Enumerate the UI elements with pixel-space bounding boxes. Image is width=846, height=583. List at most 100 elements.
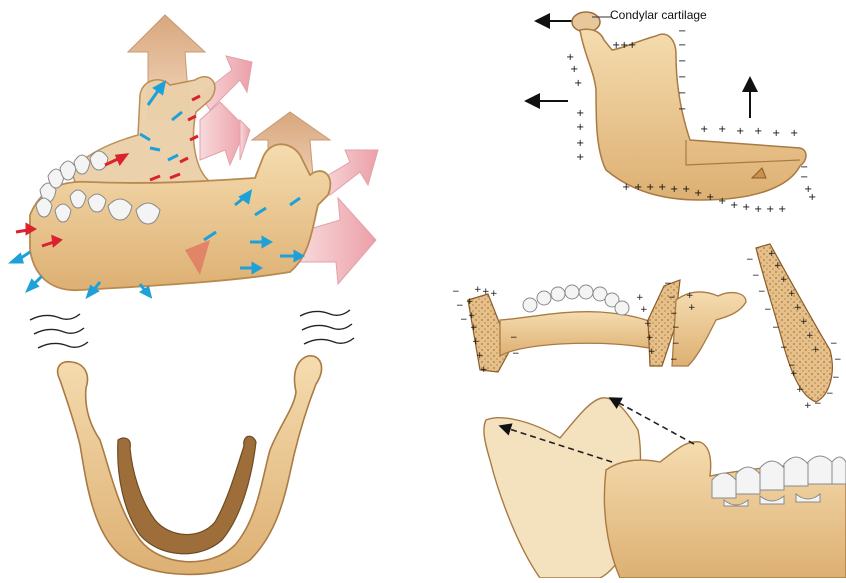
- svg-text:+: +: [468, 311, 476, 321]
- svg-text:−: −: [834, 355, 842, 365]
- svg-text:−: −: [780, 343, 788, 353]
- svg-text:−: −: [670, 355, 678, 365]
- label-leader-line: [592, 14, 612, 20]
- svg-text:+: +: [644, 319, 652, 329]
- svg-text:−: −: [772, 323, 780, 333]
- ramus-body-outline: [580, 29, 806, 200]
- svg-text:−: −: [764, 305, 772, 315]
- vibration-lines-left: [30, 314, 88, 348]
- svg-text:+: +: [470, 323, 478, 333]
- svg-text:+: +: [622, 182, 630, 193]
- svg-text:−: −: [678, 40, 686, 51]
- svg-text:+: +: [658, 182, 666, 193]
- big-backward-arrow-icon: [200, 102, 246, 165]
- svg-text:−: −: [678, 26, 686, 37]
- svg-text:−: −: [830, 339, 838, 349]
- svg-text:+: +: [646, 182, 654, 193]
- svg-text:−: −: [832, 373, 840, 383]
- svg-text:+: +: [576, 122, 584, 133]
- svg-text:+: +: [648, 347, 656, 357]
- svg-text:+: +: [736, 126, 744, 137]
- svg-text:+: +: [706, 192, 714, 203]
- svg-text:+: +: [694, 188, 702, 199]
- svg-text:+: +: [718, 124, 726, 135]
- svg-text:+: +: [576, 138, 584, 149]
- svg-text:+: +: [808, 192, 816, 203]
- svg-text:+: +: [472, 337, 480, 347]
- svg-text:+: +: [780, 275, 788, 285]
- svg-text:+: +: [790, 369, 798, 379]
- svg-text:+: +: [670, 184, 678, 195]
- svg-text:−: −: [672, 339, 680, 349]
- svg-text:+: +: [682, 184, 690, 195]
- svg-text:+: +: [800, 317, 808, 327]
- svg-text:−: −: [668, 293, 676, 303]
- svg-text:+: +: [466, 297, 474, 307]
- svg-text:−: −: [510, 333, 518, 343]
- svg-text:+: +: [788, 289, 796, 299]
- svg-text:+: +: [576, 152, 584, 163]
- svg-text:−: −: [456, 301, 464, 311]
- svg-text:+: +: [570, 64, 578, 75]
- svg-text:+: +: [754, 204, 762, 215]
- svg-text:−: −: [678, 88, 686, 99]
- condylar-cartilage-label: Condylar cartilage: [610, 8, 707, 22]
- svg-text:+: +: [766, 204, 774, 215]
- svg-text:−: −: [670, 309, 678, 319]
- svg-text:−: −: [678, 104, 686, 115]
- svg-text:−: −: [752, 271, 760, 281]
- svg-text:−: −: [814, 399, 822, 409]
- svg-text:−: −: [672, 323, 680, 333]
- svg-text:−: −: [664, 279, 672, 289]
- svg-text:+: +: [804, 401, 812, 411]
- svg-text:+: +: [482, 287, 490, 297]
- svg-text:+: +: [576, 108, 584, 119]
- svg-text:−: −: [678, 56, 686, 67]
- svg-text:+: +: [790, 128, 798, 139]
- cross-section-illustrations: +++++++++ −−− −− +++++ −−−−−− ++ +++++++…: [452, 244, 842, 411]
- svg-text:+: +: [768, 249, 776, 259]
- svg-text:+: +: [646, 333, 654, 343]
- svg-text:+: +: [636, 293, 644, 303]
- svg-text:+: +: [480, 365, 488, 375]
- svg-text:+: +: [634, 182, 642, 193]
- svg-text:+: +: [686, 291, 694, 301]
- mandible-superimposition: [484, 398, 846, 578]
- svg-text:+: +: [490, 289, 498, 299]
- svg-text:−: −: [758, 287, 766, 297]
- arch-body: [500, 312, 660, 356]
- svg-text:+: +: [794, 303, 802, 313]
- svg-text:+: +: [628, 40, 636, 51]
- mandible-remodeling-illustration: + + + + + + + + + + − − − − − − + + + + + + + + + + + + + + + + + + +…: [526, 12, 816, 215]
- svg-text:+: +: [754, 126, 762, 137]
- svg-text:−: −: [826, 389, 834, 399]
- svg-text:+: +: [812, 345, 820, 355]
- svg-text:+: +: [742, 202, 750, 213]
- big-backward-arrow-icon: [240, 120, 250, 160]
- svg-text:+: +: [730, 200, 738, 211]
- svg-text:+: +: [778, 204, 786, 215]
- svg-text:−: −: [678, 72, 686, 83]
- svg-text:+: +: [688, 303, 696, 313]
- vibration-lines-right: [300, 310, 354, 344]
- svg-text:+: +: [700, 124, 708, 135]
- svg-text:+: +: [796, 385, 804, 395]
- svg-text:+: +: [772, 128, 780, 139]
- svg-text:+: +: [806, 331, 814, 341]
- svg-text:+: +: [574, 78, 582, 89]
- svg-text:+: +: [566, 52, 574, 63]
- ramus-fragment: [672, 292, 746, 366]
- svg-text:+: +: [640, 305, 648, 315]
- svg-text:−: −: [800, 172, 808, 183]
- svg-text:+: +: [474, 285, 482, 295]
- arch-teeth: [523, 285, 629, 315]
- svg-text:+: +: [718, 196, 726, 207]
- left-mandible-growth-illustration: [12, 15, 378, 296]
- svg-text:−: −: [746, 255, 754, 265]
- svg-text:+: +: [774, 261, 782, 271]
- mandible-inner-arch: [118, 436, 256, 554]
- svg-text:−: −: [460, 315, 468, 325]
- svg-text:−: −: [452, 287, 460, 297]
- svg-text:+: +: [476, 351, 484, 361]
